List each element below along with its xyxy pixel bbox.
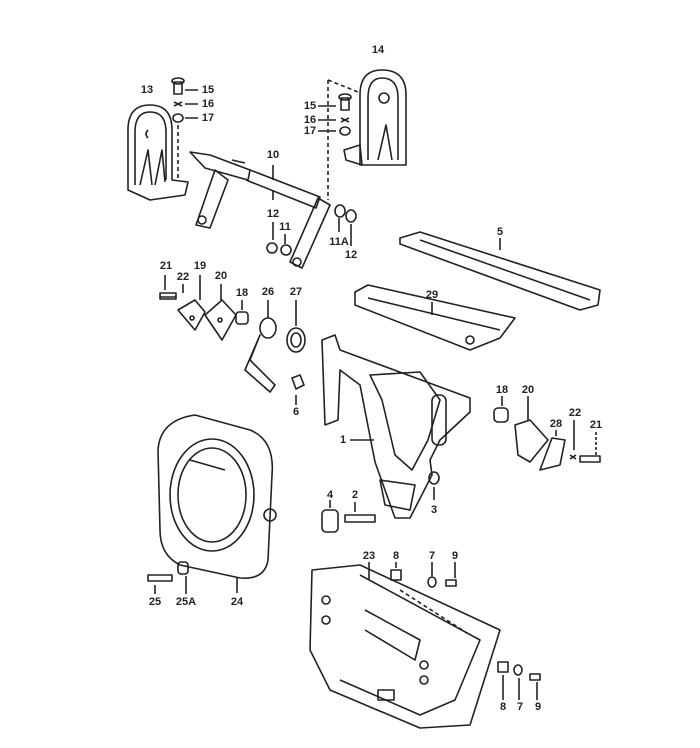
callout-15: 15 [303, 100, 317, 112]
callout-20: 20 [214, 270, 228, 282]
rail-5 [399, 231, 601, 311]
bracket-14 [343, 69, 407, 166]
callout-7: 7 [516, 701, 524, 713]
callout-16: 16 [303, 114, 317, 126]
callout-14: 14 [371, 44, 385, 56]
callout-25: 25 [148, 596, 162, 608]
callout-17: 17 [201, 112, 215, 124]
callout-13: 13 [140, 84, 154, 96]
callout-10: 10 [266, 149, 280, 161]
bracket-13 [127, 104, 189, 201]
bolt-stack-right [318, 79, 359, 200]
callout-18: 18 [235, 287, 249, 299]
callout-25a: 25A [175, 596, 197, 608]
pan-23 [309, 562, 541, 729]
frame-1 [321, 334, 471, 519]
callout-9: 9 [451, 550, 459, 562]
callout-16: 16 [201, 98, 215, 110]
callout-6: 6 [292, 406, 300, 418]
callout-8: 8 [499, 701, 507, 713]
rail-29 [354, 284, 516, 351]
callout-19: 19 [193, 260, 207, 272]
small-parts-left [159, 275, 306, 405]
callout-12: 12 [266, 208, 280, 220]
callout-9: 9 [534, 701, 542, 713]
callout-22: 22 [176, 271, 190, 283]
callout-20: 20 [521, 384, 535, 396]
callout-1: 1 [339, 434, 347, 446]
small-parts-right [321, 396, 601, 533]
callout-4: 4 [326, 489, 334, 501]
callout-24: 24 [230, 596, 244, 608]
callout-15: 15 [201, 84, 215, 96]
bolt-stack-left [171, 77, 198, 180]
housing-24 [147, 414, 277, 594]
callout-7: 7 [428, 550, 436, 562]
callout-29: 29 [425, 289, 439, 301]
callout-2: 2 [351, 489, 359, 501]
callout-5: 5 [496, 226, 504, 238]
callout-26: 26 [261, 286, 275, 298]
callout-23: 23 [362, 550, 376, 562]
callout-21: 21 [589, 419, 603, 431]
callout-28: 28 [549, 418, 563, 430]
callout-18: 18 [495, 384, 509, 396]
callout-11a: 11A [329, 236, 349, 248]
callout-17: 17 [303, 125, 317, 137]
callout-12: 12 [344, 249, 358, 261]
callout-11: 11 [279, 221, 291, 233]
callout-3: 3 [430, 504, 438, 516]
shaft-10 [189, 151, 357, 269]
callout-22: 22 [568, 407, 582, 419]
callout-21: 21 [159, 260, 173, 272]
callout-8: 8 [392, 550, 400, 562]
callout-27: 27 [289, 286, 303, 298]
